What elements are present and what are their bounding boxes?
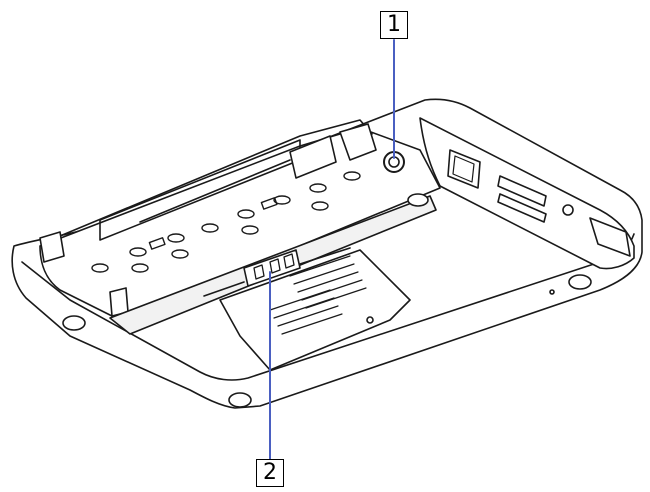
slot-rect xyxy=(260,197,278,210)
vent-line xyxy=(297,271,359,293)
port-side-panel xyxy=(419,117,635,270)
slot-hole xyxy=(343,171,361,181)
battery-slot-groove xyxy=(139,159,291,223)
vent-line xyxy=(293,263,355,285)
slot-hole xyxy=(131,263,149,273)
usb-ports xyxy=(497,175,547,223)
foot xyxy=(407,193,429,207)
memory-cover-screw xyxy=(366,316,374,324)
slot-hole xyxy=(171,249,189,259)
slot-hole xyxy=(309,183,327,193)
slot-hole xyxy=(91,263,109,273)
foot xyxy=(228,392,252,408)
monitor-port-inner xyxy=(452,155,475,183)
battery-release-latch xyxy=(243,249,301,287)
small-screw xyxy=(549,289,555,295)
slot-hole xyxy=(241,225,259,235)
hinge-tab-left xyxy=(39,231,65,263)
battery-slot-holes xyxy=(91,171,361,273)
callout-1-label: 1 xyxy=(380,11,408,39)
slot-hole xyxy=(201,223,219,233)
vent-line xyxy=(281,313,343,335)
slot-hole xyxy=(311,201,329,211)
foot xyxy=(62,315,86,331)
slot-hole xyxy=(167,233,185,243)
slot-hole xyxy=(273,195,291,205)
hinge-tab-right xyxy=(289,135,337,179)
latch-switch xyxy=(253,253,295,280)
ac-port-cover xyxy=(589,217,631,257)
vent-line xyxy=(273,297,335,319)
callout-2-label: 2 xyxy=(256,459,284,487)
vent-line xyxy=(277,305,339,327)
foot xyxy=(568,274,592,290)
vent-line xyxy=(289,255,351,277)
slot-hole xyxy=(129,247,147,257)
vent-line xyxy=(269,289,331,311)
memory-cover-vents xyxy=(269,255,367,335)
vent-line xyxy=(301,279,363,301)
slot-rect xyxy=(148,237,166,250)
vent-line xyxy=(305,287,367,309)
rubber-feet xyxy=(62,193,592,408)
audio-jack xyxy=(562,204,574,216)
hinge-block xyxy=(339,123,377,161)
slot-hole xyxy=(237,209,255,219)
latch-rail xyxy=(203,247,351,297)
